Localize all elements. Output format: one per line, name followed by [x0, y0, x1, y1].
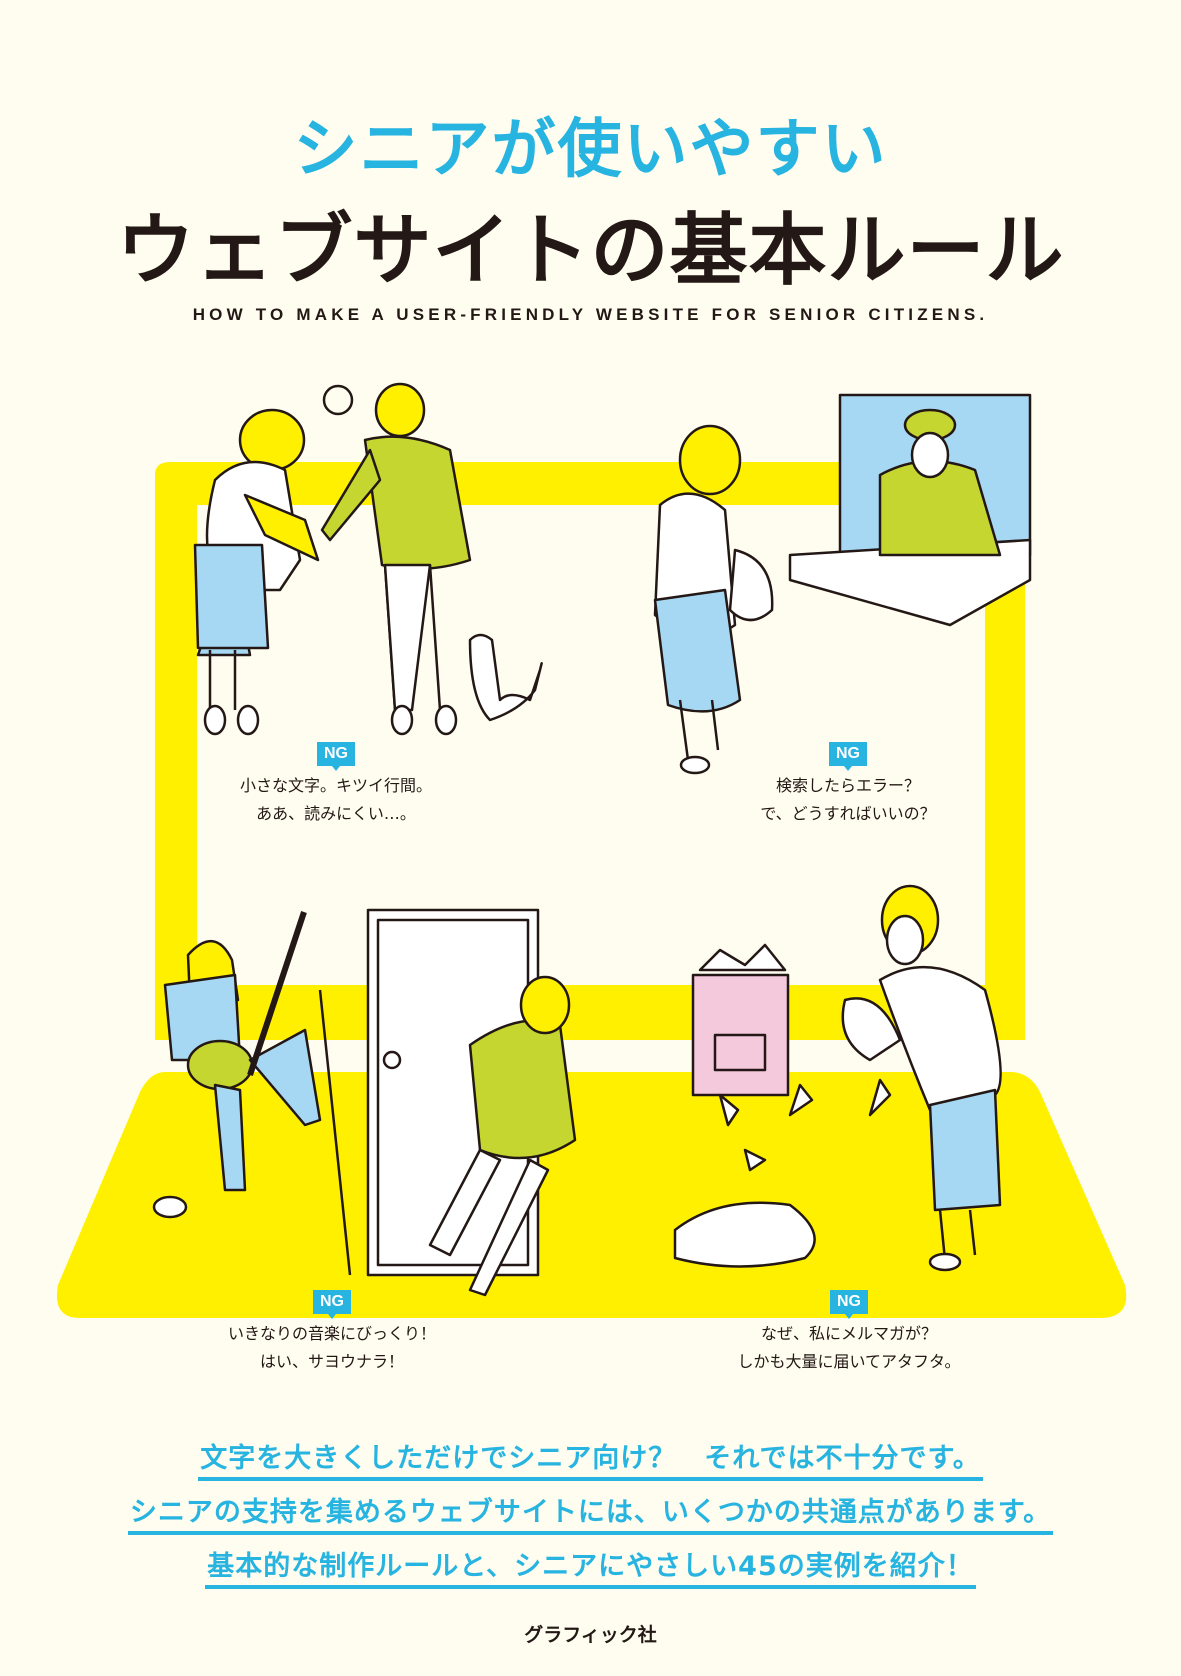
- ng-badge: NG: [317, 742, 355, 771]
- title-english: HOW TO MAKE A USER-FRIENDLY WEBSITE FOR …: [192, 305, 989, 324]
- scene-sudden-music-illustration: [152, 908, 577, 1297]
- title-main-heading: ウェブサイトの基本ルール: [116, 206, 1065, 296]
- caption-line: 検索したらエラー？: [775, 776, 920, 795]
- scene-caption: いきなりの音楽にびっくり！ はい、サヨウナラ！: [172, 1320, 492, 1376]
- scene-search-error-illustration: [653, 393, 1032, 775]
- scene-caption: 検索したらエラー？ で、どうすればいいの？: [688, 772, 1008, 828]
- tagline-2: シニアの支持を集めるウェブサイトには、いくつかの共通点があります。: [0, 1490, 1181, 1535]
- ng-badge: NG: [829, 742, 867, 771]
- caption-line: いきなりの音楽にびっくり！: [227, 1324, 436, 1343]
- caption-line: なぜ、私にメルマガが？: [760, 1324, 937, 1343]
- caption-line: はい、サヨウナラ！: [259, 1352, 404, 1371]
- caption-line: 小さな文字。キツイ行間。: [239, 776, 432, 795]
- caption-line: しかも大量に届いてアタフタ。: [737, 1352, 961, 1371]
- scene-caption: なぜ、私にメルマガが？ しかも大量に届いてアタフタ。: [689, 1320, 1009, 1376]
- scene-small-text-illustration: [193, 382, 543, 736]
- tagline-text: 文字を大きくしただけでシニア向け？ それでは不十分です。: [198, 1436, 983, 1481]
- ng-badge: NG: [830, 1290, 868, 1319]
- caption-line: で、どうすればいいの？: [760, 804, 936, 823]
- ng-badge: NG: [313, 1290, 351, 1319]
- title-subheading: シニアが使いやすい: [293, 113, 888, 187]
- laptop-base-icon: [56, 1072, 1127, 1318]
- scene-caption: 小さな文字。キツイ行間。 ああ、読みにくい…。: [176, 772, 496, 828]
- tagline-text: シニアの支持を集めるウェブサイトには、いくつかの共通点があります。: [127, 1490, 1054, 1535]
- publisher-logo: グラフィック社: [524, 1624, 657, 1646]
- scene-newsletter-illustration: [673, 884, 1002, 1272]
- caption-line: ああ、読みにくい…。: [256, 804, 416, 823]
- tagline-1: 文字を大きくしただけでシニア向け？ それでは不十分です。: [0, 1436, 1181, 1481]
- tagline-text: 基本的な制作ルールと、シニアにやさしい45の実例を紹介！: [205, 1544, 976, 1589]
- tagline-3: 基本的な制作ルールと、シニアにやさしい45の実例を紹介！: [0, 1544, 1181, 1589]
